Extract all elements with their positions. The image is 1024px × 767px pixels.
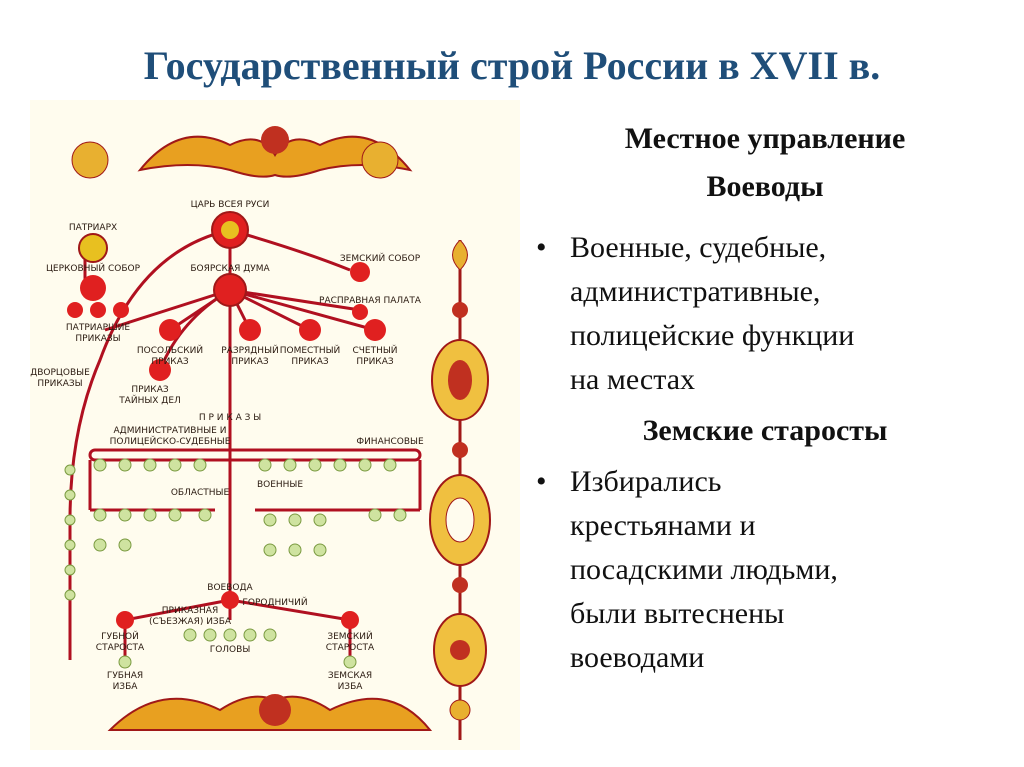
label-boyar-duma: БОЯРСКАЯ ДУМА <box>190 264 270 274</box>
slide-title: Государственный строй России в XVII в. <box>143 43 881 88</box>
bullet-line: административные, <box>570 275 821 308</box>
label-patriarch: ПАТРИАРХ <box>69 223 117 233</box>
label-admin-1: АДМИНИСТРАТИВНЫЕ И <box>114 426 227 436</box>
label-rasprava: РАСПРАВНАЯ ПАЛАТА <box>319 296 422 306</box>
label-patriarch-prikazy-2: ПРИКАЗЫ <box>75 334 120 344</box>
label-prikazy: П Р И К А З Ы <box>199 413 261 423</box>
bullet-list-voevody: Военные, судебные, административные, пол… <box>530 226 1000 402</box>
label-razryadny-1: РАЗРЯДНЫЙ <box>221 344 279 356</box>
label-posolsky-1: ПОСОЛЬСКИЙ <box>137 344 203 356</box>
label-zemsky-starosta-1: ЗЕМСКИЙ <box>327 630 372 642</box>
bullet-list-starosty: Избирались крестьянами и посадскими людь… <box>530 460 1000 680</box>
label-gubnaya-1: ГУБНАЯ <box>107 671 143 681</box>
label-schetny-2: ПРИКАЗ <box>356 357 393 367</box>
label-dvortsovye-2: ПРИКАЗЫ <box>37 379 82 389</box>
node-voevoda <box>221 591 239 609</box>
node-patriarch <box>78 233 108 263</box>
label-gubnoy-1: ГУБНОЙ <box>101 630 139 642</box>
bullet-starosty-description: Избирались крестьянами и посадскими людь… <box>530 460 1000 680</box>
bullet-line: Избирались <box>570 465 722 498</box>
heading-voevody: Воеводы <box>706 170 824 203</box>
label-voevoda: ВОЕВОДА <box>207 583 253 593</box>
node-church-council <box>80 275 106 301</box>
label-posolsky-2: ПРИКАЗ <box>151 357 188 367</box>
label-oblastnye: ОБЛАСТНЫЕ <box>171 488 230 498</box>
government-structure-diagram: ЦАРЬ ВСЕЯ РУСИ ПАТРИАРХ ЦЕРКОВНЫЙ СОБОР … <box>30 100 520 750</box>
bullet-line: воеводами <box>570 641 705 674</box>
label-zemskaya-2: ИЗБА <box>338 682 364 692</box>
bullet-line: Военные, судебные, <box>570 231 827 264</box>
label-church-council: ЦЕРКОВНЫЙ СОБОР <box>46 262 141 274</box>
label-tainykh-1: ПРИКАЗ <box>131 385 168 395</box>
label-voennye: ВОЕННЫЕ <box>257 480 303 490</box>
bullet-line: полицейские функции <box>570 319 855 352</box>
bullet-line: посадскими людьми, <box>570 553 838 586</box>
label-admin-2: ПОЛИЦЕЙСКО-СУДЕБНЫЕ <box>110 435 231 447</box>
node-boyar-duma <box>213 273 247 307</box>
label-zemskaya-1: ЗЕМСКАЯ <box>328 671 372 681</box>
label-gubnaya-2: ИЗБА <box>113 682 139 692</box>
bullet-voevody-functions: Военные, судебные, административные, пол… <box>530 226 1000 402</box>
label-finansovye: ФИНАНСОВЫЕ <box>356 437 424 447</box>
label-prikaznaya-2: (СЪЕЗЖАЯ) ИЗБА <box>149 617 232 627</box>
bullet-line: крестьянами и <box>570 509 756 542</box>
label-dvortsovye-1: ДВОРЦОВЫЕ <box>30 368 90 378</box>
top-ornament <box>71 126 413 179</box>
label-razryadny-2: ПРИКАЗ <box>231 357 268 367</box>
text-panel: Местное управление Воеводы Военные, суде… <box>530 118 1000 688</box>
label-patriarch-prikazy-1: ПАТРИАРШИЕ <box>66 323 131 333</box>
bottom-ornament <box>107 694 433 731</box>
green-nodes <box>64 458 407 669</box>
heading-zemskie-starosty: Земские старосты <box>642 414 888 447</box>
label-pomestny-1: ПОМЕСТНЫЙ <box>280 344 341 356</box>
bullet-line: были вытеснены <box>570 597 785 630</box>
vertical-ornament <box>420 240 500 750</box>
label-tsar: ЦАРЬ ВСЕЯ РУСИ <box>191 200 270 210</box>
label-tainykh-2: ТАЙНЫХ ДЕЛ <box>118 394 181 406</box>
nodes <box>67 211 386 629</box>
heading-local-government: Местное управление <box>624 122 906 155</box>
label-zemsky-sobor: ЗЕМСКИЙ СОБОР <box>340 252 421 264</box>
label-golovy: ГОЛОВЫ <box>210 645 251 655</box>
label-prikaznaya-1: ПРИКАЗНАЯ <box>162 606 218 616</box>
connector-lines <box>68 228 422 660</box>
label-pomestny-2: ПРИКАЗ <box>291 357 328 367</box>
label-gorodnichy: ГОРОДНИЧИЙ <box>242 596 307 608</box>
node-zemsky-sobor <box>350 262 370 282</box>
label-zemsky-starosta-2: СТАРОСТА <box>326 643 375 653</box>
label-gubnoy-2: СТАРОСТА <box>96 643 145 653</box>
bullet-line: на местах <box>570 363 696 396</box>
label-schetny-1: СЧЕТНЫЙ <box>352 344 397 356</box>
